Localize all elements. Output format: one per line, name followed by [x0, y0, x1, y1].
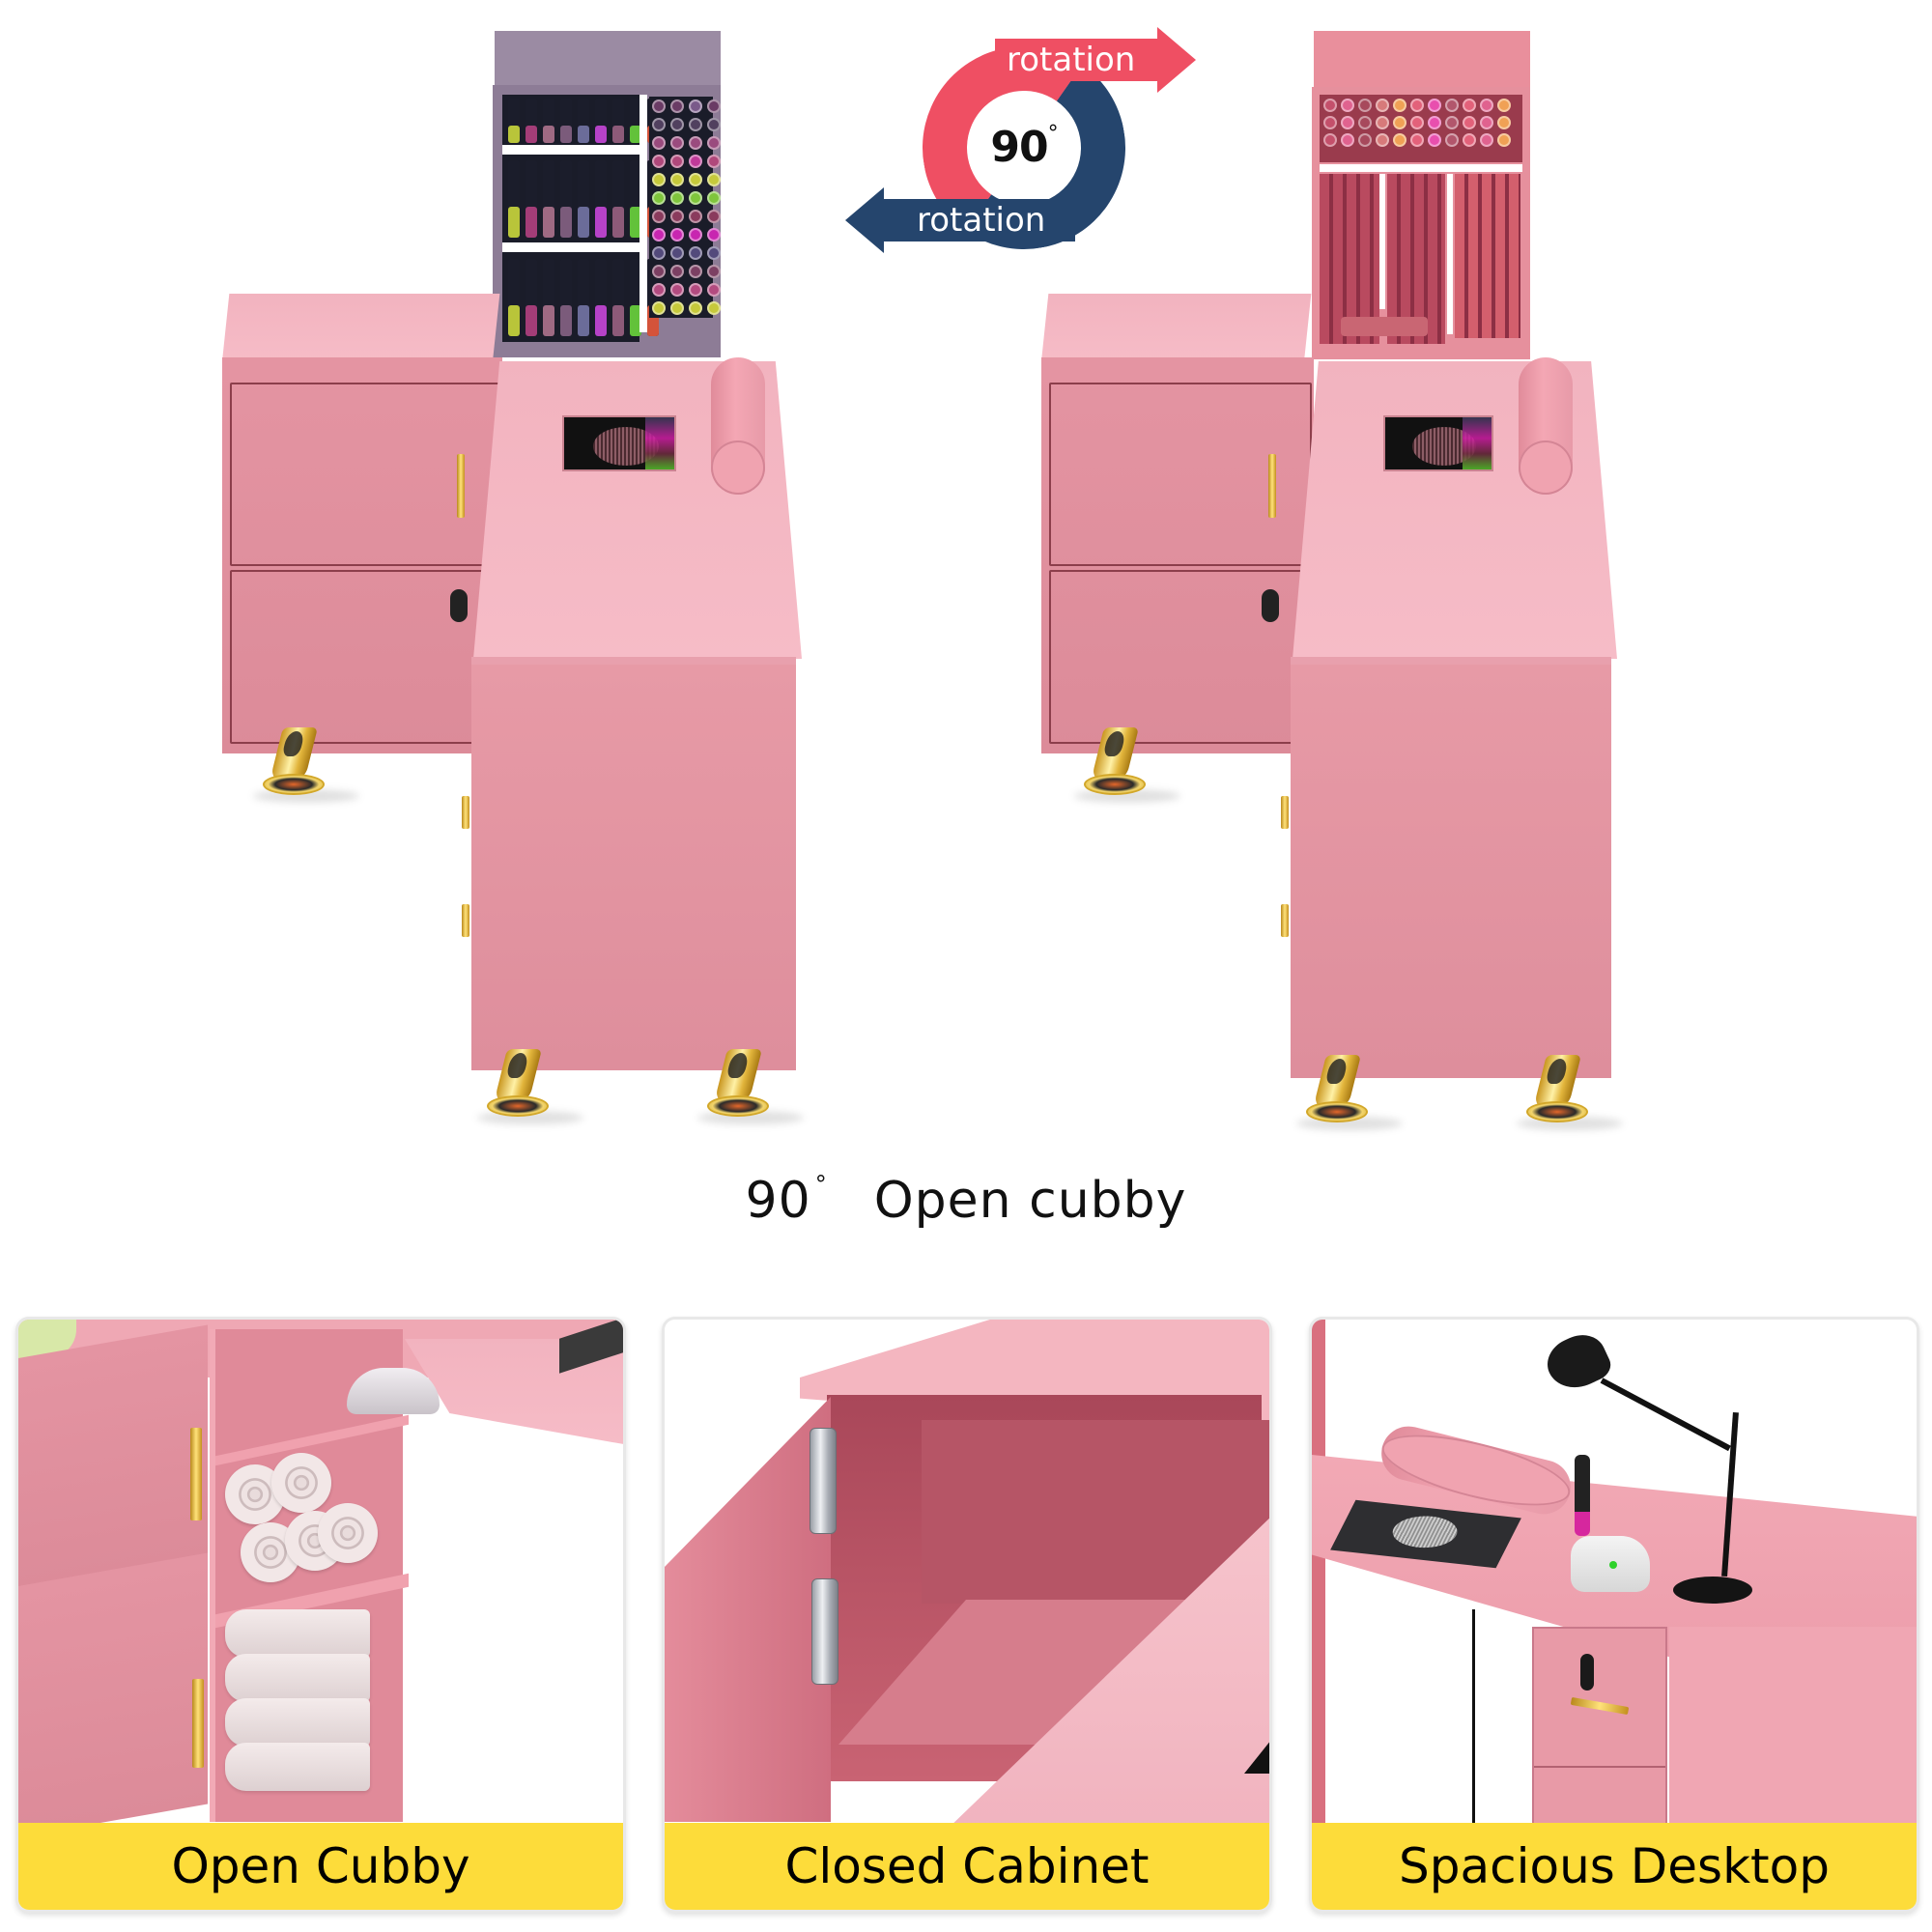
- caption-angle: 90: [745, 1172, 811, 1230]
- polish-row-2: [508, 160, 659, 238]
- polish-row-3: [508, 259, 659, 336]
- rotation-label-top: rotation: [1007, 41, 1136, 79]
- nail-drill-machine: [1571, 1536, 1650, 1592]
- polish-column-1: [1320, 174, 1379, 344]
- side-cabinet-body: [1041, 357, 1314, 753]
- gold-leg: [1517, 1055, 1623, 1130]
- feature-card-open-cubby: Open Cubby: [15, 1317, 626, 1913]
- polish-row-1: [508, 99, 659, 143]
- polish-column-2: [1387, 174, 1445, 344]
- side-cabinet-top: [1041, 294, 1312, 361]
- degree-symbol: °: [1047, 122, 1059, 146]
- desk-handle-lower[interactable]: [462, 904, 469, 937]
- rotation-arrow-right-icon: rotation: [995, 27, 1196, 93]
- uv-lamp: [347, 1368, 440, 1414]
- power-cord: [1472, 1609, 1475, 1829]
- page-caption: 90° Open cubby: [0, 1171, 1932, 1230]
- card-label: Closed Cabinet: [665, 1823, 1269, 1910]
- drawer-lock-key-icon: [1580, 1654, 1594, 1690]
- dust-collector-inset: [562, 415, 676, 471]
- wrist-cushion: [711, 357, 765, 495]
- folded-towel: [225, 1609, 370, 1658]
- cubby-side-edge: [1312, 1320, 1325, 1829]
- angle-value: 90°: [990, 122, 1059, 172]
- feature-card-closed-cabinet: Closed Cabinet: [662, 1317, 1272, 1913]
- dust-collector-inset: [1383, 415, 1493, 471]
- side-cabinet-top: [222, 294, 500, 361]
- product-right: [1034, 27, 1671, 1138]
- cabinet-door-upper: [18, 1324, 208, 1590]
- drill-handpiece: [1575, 1455, 1590, 1536]
- desk-handle-lower[interactable]: [1281, 904, 1289, 937]
- door-handle-upper[interactable]: [190, 1428, 202, 1520]
- lipstick-grid: [649, 97, 721, 318]
- desk-handle-upper[interactable]: [462, 796, 469, 829]
- cabinet-back-wall: [922, 1420, 1269, 1604]
- gold-leg: [1296, 1055, 1403, 1130]
- lock-key-icon: [450, 589, 468, 622]
- cubby-frame: [493, 85, 721, 357]
- folded-towel: [225, 1698, 370, 1747]
- closed-cabinet-scene: [665, 1320, 1269, 1829]
- side-cabinet-body: [222, 357, 502, 753]
- hinge-lower: [811, 1578, 838, 1685]
- polish-shelves: [502, 95, 659, 342]
- desk-lamp-base: [1673, 1577, 1752, 1604]
- open-cubby-scene: [18, 1320, 623, 1829]
- power-led-icon: [1609, 1561, 1617, 1569]
- desk-lamp-head: [1539, 1326, 1616, 1398]
- desk-side-panel: [1669, 1627, 1917, 1829]
- card-label: Spacious Desktop: [1312, 1823, 1917, 1910]
- gold-leg: [697, 1049, 804, 1124]
- gold-leg: [1074, 727, 1180, 803]
- rotation-label-bottom: rotation: [917, 201, 1046, 240]
- blush-palette: [1341, 317, 1428, 336]
- door-handle-lower[interactable]: [192, 1679, 204, 1768]
- door-handle[interactable]: [1268, 454, 1276, 518]
- rotation-arrow-left-icon: rotation: [845, 187, 1075, 253]
- spacious-desktop-scene: [1312, 1320, 1917, 1829]
- cubby-divider: [639, 95, 647, 332]
- desk-body: [471, 657, 796, 1070]
- wrist-cushion: [1519, 357, 1573, 495]
- drawer-unit: [1532, 1627, 1667, 1829]
- hinge-upper: [810, 1428, 837, 1534]
- cabinet-door-lower: [18, 1552, 208, 1829]
- desk-lamp-arm: [1600, 1378, 1731, 1452]
- drawer-handle[interactable]: [1570, 1696, 1630, 1716]
- desk-body: [1291, 657, 1611, 1078]
- cubby-top-panel: [1314, 31, 1530, 91]
- lock-key-icon: [1262, 589, 1279, 622]
- cubby-top-panel: [495, 31, 721, 89]
- gold-leg: [477, 1049, 583, 1124]
- polish-column-3: [1455, 174, 1520, 338]
- rotation-badge: rotation rotation 90°: [836, 27, 1203, 266]
- folded-towel: [225, 1654, 370, 1702]
- folded-towel: [225, 1743, 370, 1791]
- caption-degree-symbol: °: [814, 1171, 828, 1198]
- rolled-towel: [271, 1453, 331, 1513]
- cubby-frame: [1312, 87, 1530, 359]
- lipstick-shelf: [1320, 95, 1522, 162]
- angle-circle: 90°: [974, 97, 1074, 197]
- product-left: [213, 27, 811, 1138]
- door-handle[interactable]: [457, 454, 465, 518]
- caption-text: Open cubby: [873, 1172, 1187, 1230]
- feature-card-spacious-desktop: Spacious Desktop: [1309, 1317, 1919, 1913]
- gold-leg: [253, 727, 359, 803]
- cabinet-door-open: [665, 1397, 831, 1822]
- card-label: Open Cubby: [18, 1823, 623, 1910]
- desk-handle-upper[interactable]: [1281, 796, 1289, 829]
- rolled-towel: [318, 1503, 378, 1563]
